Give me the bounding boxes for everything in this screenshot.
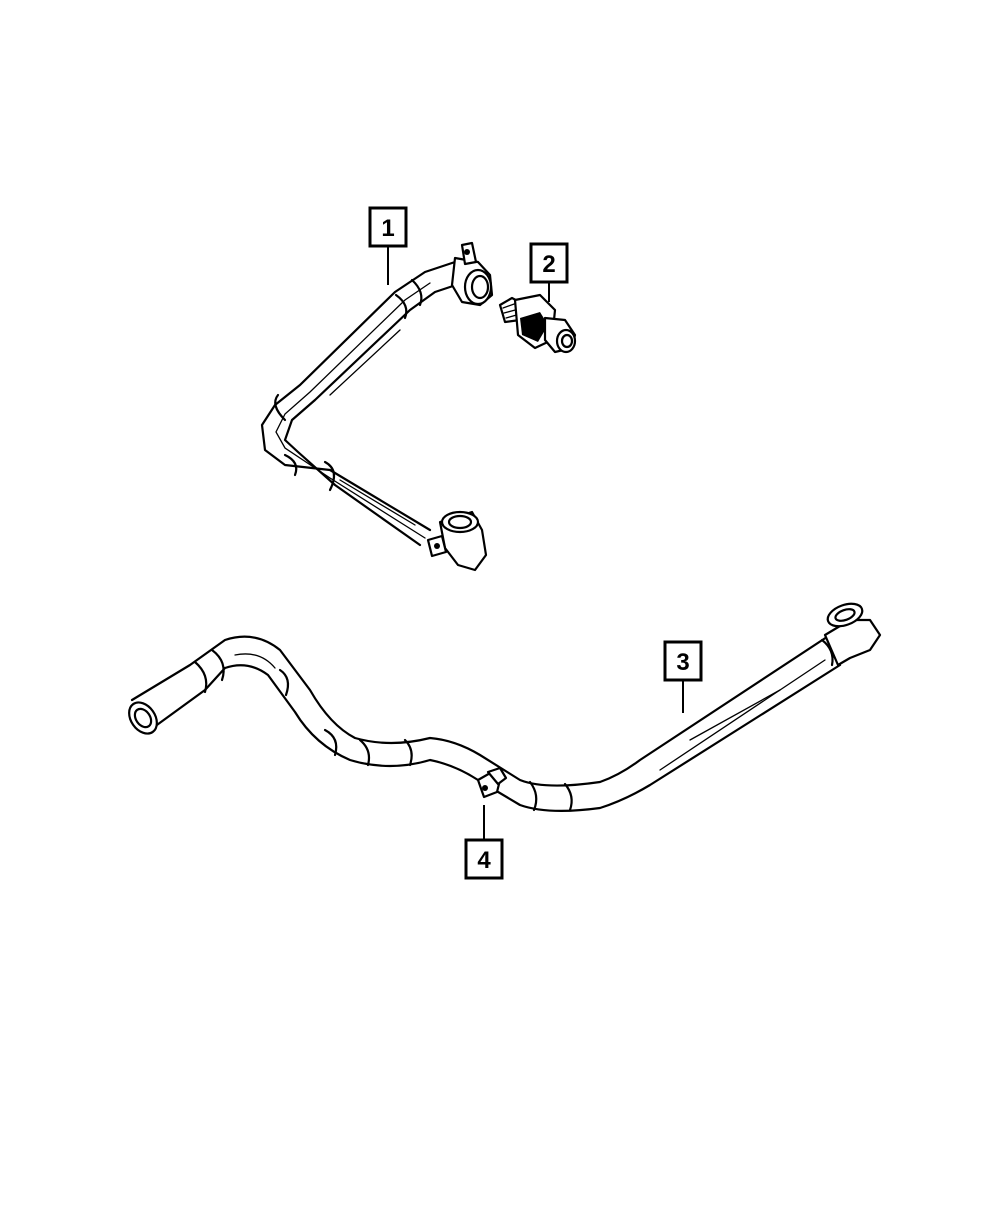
part-1-hose xyxy=(260,241,494,572)
part-3-hose xyxy=(128,602,882,812)
part-2-valve xyxy=(498,293,577,354)
callout-1: 1 xyxy=(368,206,408,285)
callout-1-label: 1 xyxy=(381,215,394,242)
callout-3-label: 3 xyxy=(676,649,689,676)
part-4-clip xyxy=(476,766,508,799)
callout-2-label: 2 xyxy=(542,251,555,278)
callout-3: 3 xyxy=(663,640,703,713)
callout-4: 4 xyxy=(464,805,504,880)
callout-2: 2 xyxy=(529,242,569,302)
callout-4-label: 4 xyxy=(477,847,491,874)
